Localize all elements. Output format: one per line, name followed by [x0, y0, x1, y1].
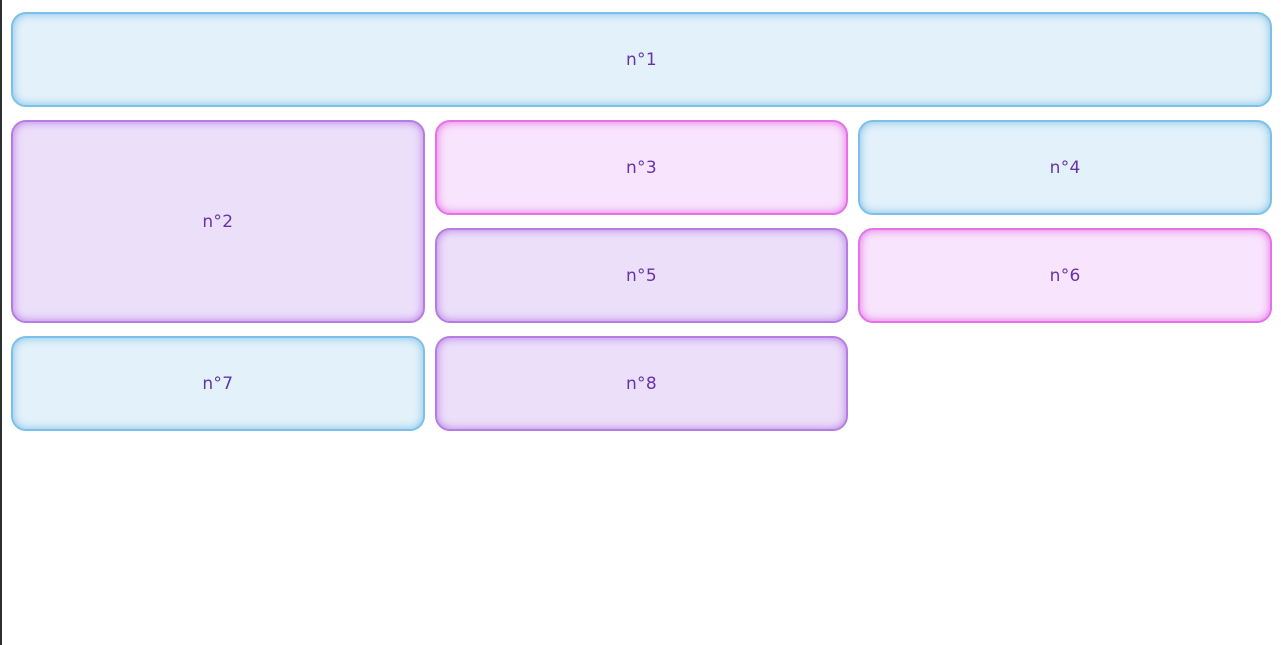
grid-card-3-label: n°3	[625, 157, 657, 178]
grid-card-4: n°4	[858, 120, 1272, 215]
grid-card-7-label: n°7	[202, 373, 234, 394]
card-grid: n°1 n°2 n°3 n°4 n°5 n°6 n°7 n°8	[2, 0, 1281, 431]
grid-card-8: n°8	[434, 336, 849, 431]
grid-card-6: n°6	[858, 228, 1272, 323]
grid-card-3: n°3	[434, 120, 849, 215]
grid-card-6-label: n°6	[1049, 265, 1081, 286]
grid-card-2-label: n°2	[202, 211, 234, 232]
grid-card-7: n°7	[11, 336, 425, 431]
grid-card-5: n°5	[434, 228, 849, 323]
grid-card-1-label: n°1	[625, 49, 657, 70]
grid-card-5-label: n°5	[625, 265, 657, 286]
window-left-edge	[0, 0, 2, 645]
grid-card-2: n°2	[11, 120, 425, 323]
grid-card-4-label: n°4	[1049, 157, 1081, 178]
grid-card-1: n°1	[11, 12, 1272, 107]
grid-card-8-label: n°8	[625, 373, 657, 394]
